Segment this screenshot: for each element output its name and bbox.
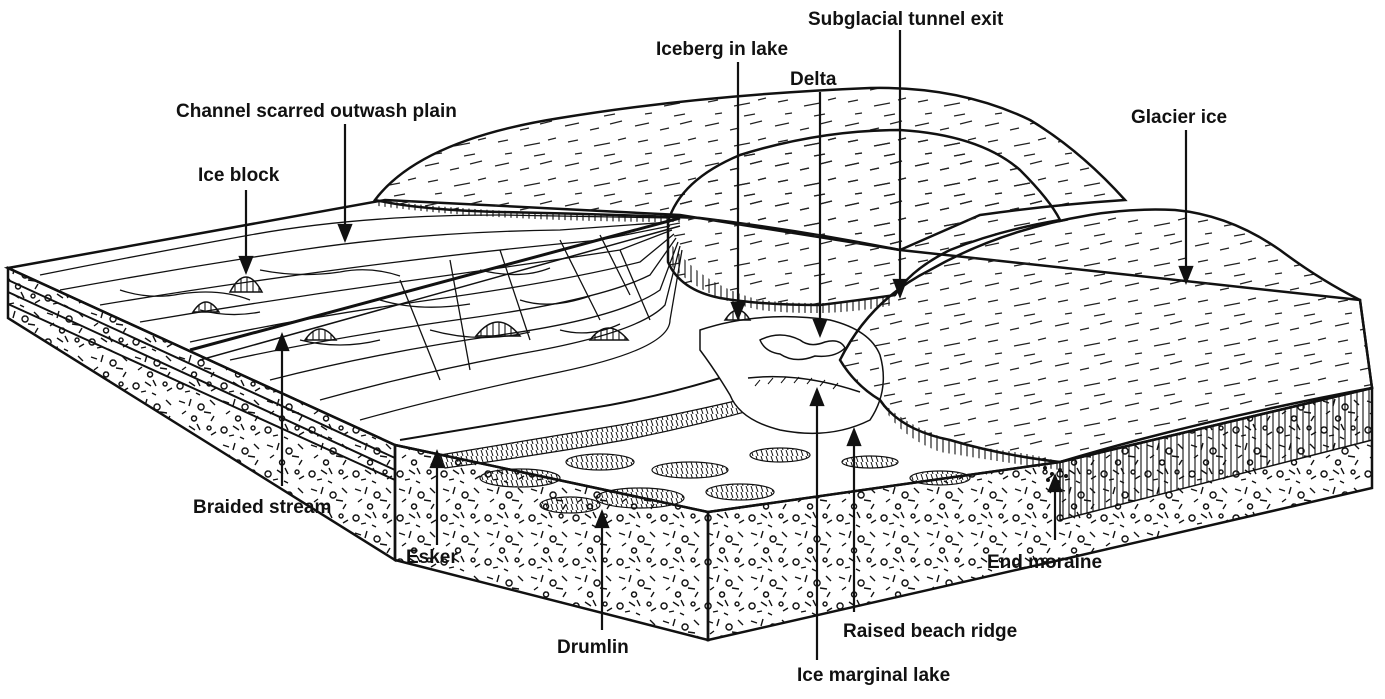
label-glacier-ice: Glacier ice [1131,108,1227,127]
label-braided-stream: Braided stream [193,498,331,517]
label-esker: Esker [406,548,458,567]
label-raised-beach-ridge: Raised beach ridge [843,622,1017,641]
label-delta: Delta [790,70,836,89]
label-iceberg-in-lake: Iceberg in lake [656,40,788,59]
label-subglacial-tunnel-exit: Subglacial tunnel exit [808,10,1003,29]
label-ice-marginal-lake: Ice marginal lake [797,666,950,685]
label-ice-block: Ice block [198,166,279,185]
label-channel-scarred-outwash-plain: Channel scarred outwash plain [176,102,457,121]
label-drumlin: Drumlin [557,638,629,657]
label-end-moraine: End moraine [987,553,1102,572]
